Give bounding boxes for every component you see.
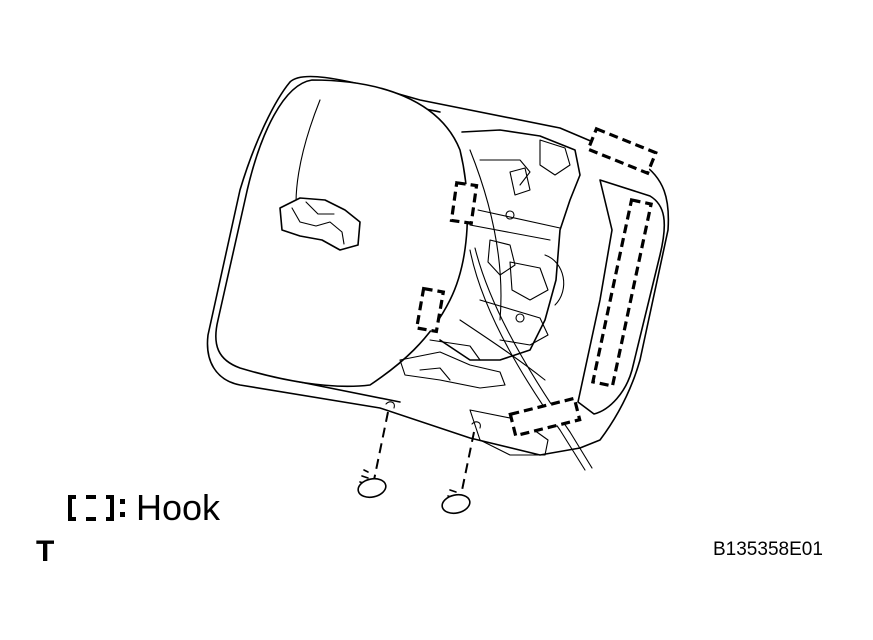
figure-code: B135358E01 [713, 539, 823, 560]
corner-letter: T [36, 535, 55, 568]
screw-left [357, 401, 395, 499]
hook-lower-mid [414, 286, 446, 334]
hook-markers [414, 126, 658, 438]
legend-hook-label: Hook [136, 487, 221, 528]
hook-symbol-icon [68, 495, 125, 521]
seat-lever [279, 197, 361, 251]
legend: Hook [66, 488, 220, 528]
hook-bottom [508, 396, 582, 438]
hook-top-right [586, 126, 658, 176]
hook-right-rail [590, 198, 654, 388]
screw-right [441, 421, 481, 515]
hook-upper-mid [449, 180, 479, 226]
seat-mechanism [399, 129, 593, 471]
